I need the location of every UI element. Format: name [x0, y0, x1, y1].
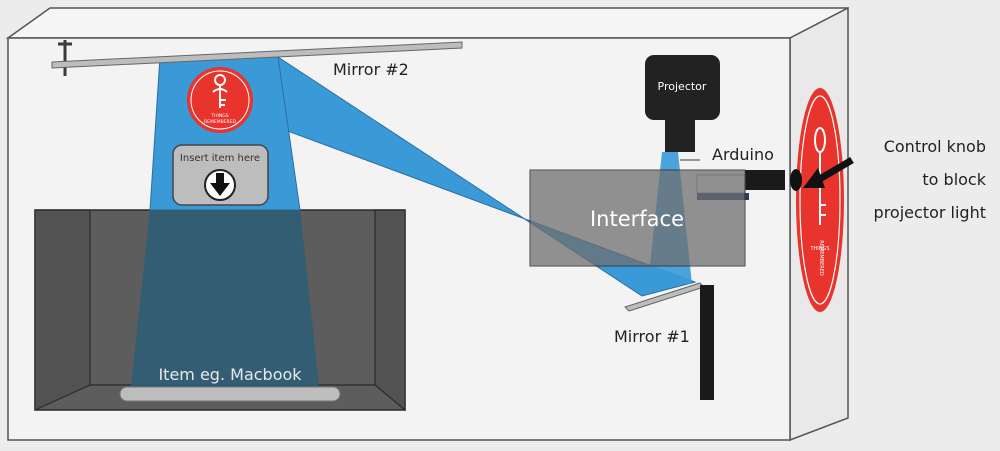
- macbook-item: [119, 386, 341, 402]
- control-knob-label-line-2: to block: [922, 170, 986, 189]
- box-top-face: [5, 7, 849, 39]
- control-knob-label-line-1: Control knob: [884, 137, 986, 156]
- mirror-1: [624, 282, 714, 400]
- insert-item-panel: Insert item here: [172, 144, 269, 206]
- side-logo: THINGS REMEMBERED: [796, 88, 844, 312]
- arduino-label: Arduino: [712, 145, 774, 164]
- scan-beam-lower: [130, 210, 320, 395]
- insert-item-label: Insert item here: [180, 153, 260, 164]
- logo-text-2: REMEMBERED: [204, 119, 236, 125]
- key-icon: [212, 74, 228, 108]
- side-logo-text-1: THINGS: [809, 246, 829, 252]
- control-knob: [745, 169, 802, 191]
- item-label: Item eg. Macbook: [158, 365, 302, 384]
- mirror-2-label: Mirror #2: [333, 60, 409, 79]
- mirror-2: [51, 40, 463, 76]
- control-knob-arrow: [803, 156, 854, 188]
- projector: Projector: [645, 55, 720, 152]
- interface-panel: [529, 169, 746, 267]
- side-logo-text-2: REMEMBERED: [818, 240, 824, 276]
- logo-text-1: THINGS: [210, 113, 228, 119]
- down-arrow-icon: [210, 173, 230, 196]
- control-knob-label-line-3: projector light: [874, 203, 986, 222]
- mirror-1-label: Mirror #1: [614, 327, 690, 346]
- projector-label: Projector: [658, 80, 707, 93]
- top-logo: THINGS REMEMBERED: [187, 67, 253, 133]
- interface-label: Interface: [590, 207, 684, 231]
- side-key-icon: [814, 127, 826, 225]
